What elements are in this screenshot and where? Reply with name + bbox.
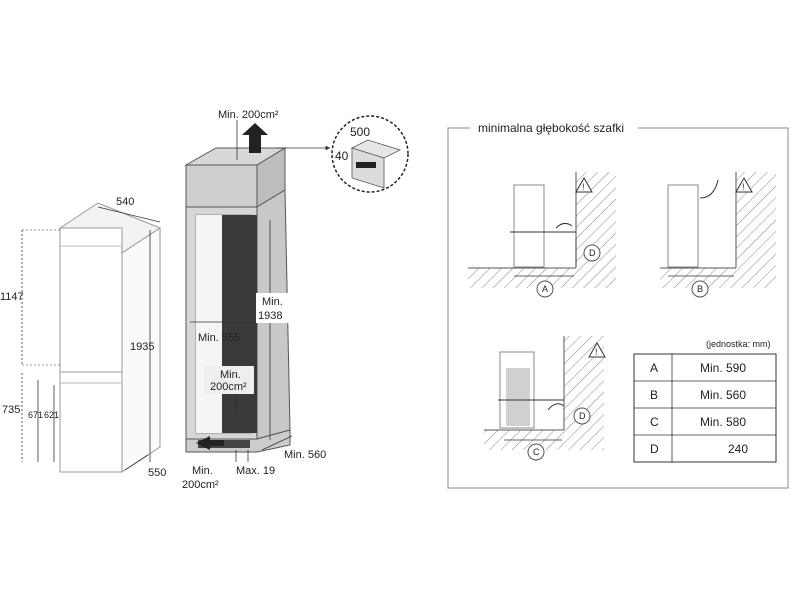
dim-671: 671 (28, 410, 43, 420)
cabinet-drawing: Min. 200cm² Min. 555 Min. 1938 Min. 200c… (182, 109, 409, 491)
svg-text:!: ! (595, 347, 598, 357)
mid-vent-label-b: 200cm² (210, 381, 247, 393)
svg-text:!: ! (742, 182, 745, 192)
mid-vent-label-a: Min. (220, 369, 241, 381)
scene-a-marker-a: A (542, 284, 548, 294)
scene-a-marker-d: D (589, 248, 596, 258)
fridge-drawing: 540 1147 735 671 621 1935 550 (0, 196, 166, 479)
scene-b-marker-b: B (697, 284, 703, 294)
table-row-a-key: A (650, 361, 658, 375)
detail-40-label: 40 (335, 149, 349, 163)
dim-total-height: 1935 (130, 341, 154, 353)
scene-c-marker-d: D (579, 411, 586, 421)
depth-panel: minimalna głębokość szafki A D ! (447, 120, 789, 489)
table-row-d-value: 240 (728, 442, 748, 456)
top-vent-label: Min. 200cm² (218, 109, 279, 121)
table-row-b-key: B (650, 388, 658, 402)
bottom-vent-label-a: Min. (192, 465, 213, 477)
inner-width-label: Min. 555 (198, 332, 240, 344)
depth-table: A Min. 590 B Min. 560 C Min. 580 D 240 (633, 353, 777, 463)
inner-height-label-b: 1938 (258, 310, 282, 322)
cabinet-depth-label: Min. 560 (284, 449, 326, 461)
dim-lower-height: 735 (2, 404, 20, 416)
dim-621: 621 (44, 410, 59, 420)
depth-panel-title: minimalna głębokość szafki (478, 121, 624, 135)
scene-a: A D ! (468, 172, 616, 298)
table-row-c-key: C (650, 415, 659, 429)
scene-c: C D ! (484, 336, 606, 461)
dim-depth: 550 (148, 467, 166, 479)
scene-c-marker-c: C (533, 447, 540, 457)
scene-b: B ! (660, 172, 776, 298)
inner-height-label-a: Min. (262, 296, 283, 308)
detail-500-label: 500 (350, 125, 370, 139)
svg-text:!: ! (582, 182, 585, 192)
dim-upper-height: 1147 (0, 291, 24, 303)
table-row-c-value: Min. 580 (700, 415, 746, 429)
table-row-d-key: D (650, 442, 659, 456)
max-gap-label: Max. 19 (236, 465, 275, 477)
bottom-vent-label-b: 200cm² (182, 479, 219, 491)
unit-note: (jednostka: mm) (706, 339, 771, 349)
dim-fridge-width: 540 (116, 196, 134, 208)
table-row-b-value: Min. 560 (700, 388, 746, 402)
table-row-a-value: Min. 590 (700, 361, 746, 375)
